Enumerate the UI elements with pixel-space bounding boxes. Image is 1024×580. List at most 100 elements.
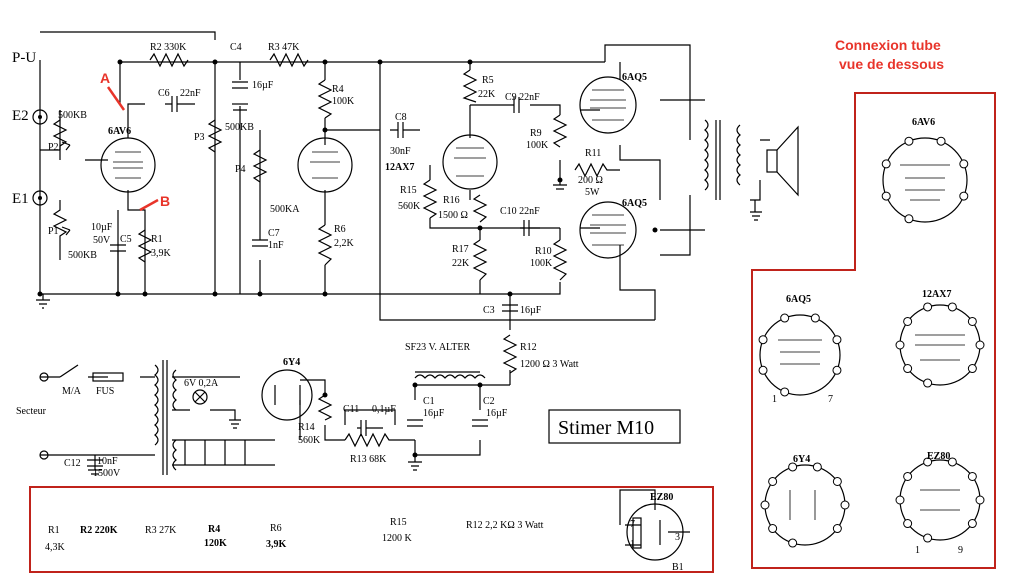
svg-text:50V: 50V bbox=[93, 235, 111, 246]
socket-pin bbox=[903, 316, 913, 326]
socket-6y4 bbox=[764, 464, 846, 546]
c3-capacitor bbox=[502, 304, 518, 312]
r5-resistor bbox=[462, 69, 478, 103]
svg-text:1nF: 1nF bbox=[268, 240, 284, 251]
e2-jack bbox=[32, 109, 48, 125]
svg-text:EZ80: EZ80 bbox=[650, 492, 673, 503]
svg-text:500KB: 500KB bbox=[58, 110, 87, 121]
v6-6y4-tube bbox=[261, 369, 313, 421]
svg-text:P3: P3 bbox=[194, 132, 205, 143]
v5-6aq5-tube bbox=[579, 201, 637, 259]
svg-text:120K: 120K bbox=[204, 538, 227, 549]
svg-text:16µF: 16µF bbox=[252, 80, 274, 91]
socket-pin bbox=[780, 313, 790, 323]
svg-text:R1: R1 bbox=[48, 525, 60, 536]
svg-text:R14: R14 bbox=[298, 422, 315, 433]
svg-text:500KB: 500KB bbox=[225, 122, 254, 133]
p3-pot bbox=[207, 119, 223, 153]
secteur-label: Secteur bbox=[16, 406, 47, 417]
svg-text:5W: 5W bbox=[585, 187, 600, 198]
svg-text:R17: R17 bbox=[452, 244, 469, 255]
c8-capacitor bbox=[390, 122, 420, 138]
r15-resistor bbox=[422, 179, 438, 219]
svg-text:500KB: 500KB bbox=[68, 250, 97, 261]
socket-pin bbox=[812, 462, 822, 472]
socket-6av6 bbox=[882, 137, 968, 223]
svg-text:P2: P2 bbox=[48, 142, 59, 153]
c5-capacitor bbox=[110, 244, 126, 294]
svg-text:C12: C12 bbox=[64, 458, 81, 469]
r12-resistor bbox=[502, 334, 518, 374]
mains-jack-bottom bbox=[39, 450, 49, 460]
socket-ez80 bbox=[899, 459, 981, 541]
socket-pin bbox=[832, 524, 842, 534]
r6-resistor bbox=[317, 224, 333, 266]
r11-resistor bbox=[574, 162, 620, 178]
socket-pin bbox=[923, 533, 933, 543]
svg-text:R16: R16 bbox=[443, 195, 460, 206]
svg-text:SF23 V. ALTER: SF23 V. ALTER bbox=[405, 342, 470, 353]
socket-pin bbox=[967, 471, 977, 481]
annotation-markers bbox=[106, 86, 159, 212]
c11-capacitor bbox=[357, 420, 383, 436]
svg-text:C1: C1 bbox=[423, 396, 435, 407]
socket-pin bbox=[903, 519, 913, 529]
svg-text:100K: 100K bbox=[526, 140, 549, 151]
svg-text:R5: R5 bbox=[482, 75, 494, 86]
socket-pin bbox=[923, 302, 933, 312]
svg-text:C7: C7 bbox=[268, 228, 280, 239]
fuse bbox=[92, 372, 124, 382]
svg-text:R12 2,2 KΩ 3 Watt: R12 2,2 KΩ 3 Watt bbox=[466, 520, 544, 531]
svg-text:R13 68K: R13 68K bbox=[350, 454, 387, 465]
p2-pot bbox=[52, 110, 68, 160]
svg-text:6AQ5: 6AQ5 bbox=[786, 294, 811, 305]
socket-pin bbox=[881, 191, 891, 201]
r2-resistor bbox=[149, 52, 189, 68]
vacuum-tubes bbox=[100, 76, 637, 421]
ma-label: M/A bbox=[62, 386, 82, 397]
v4-label: 6AQ5 bbox=[622, 198, 647, 209]
r17-resistor bbox=[472, 239, 488, 281]
connexion-title-1: Connexion tube bbox=[835, 37, 941, 53]
c9-capacitor bbox=[510, 97, 520, 113]
svg-text:3,9K: 3,9K bbox=[266, 539, 287, 550]
tube-sockets bbox=[759, 137, 981, 546]
socket-pin bbox=[840, 500, 850, 510]
mains-switch bbox=[59, 364, 79, 378]
svg-text:100K: 100K bbox=[332, 96, 355, 107]
socket-pin bbox=[947, 302, 957, 312]
svg-text:200 Ω: 200 Ω bbox=[578, 175, 603, 186]
v4-6aq5-tube bbox=[579, 76, 637, 134]
svg-text:10nF: 10nF bbox=[97, 456, 118, 467]
socket-pin bbox=[810, 313, 820, 323]
socket-pins bbox=[758, 136, 985, 548]
svg-text:22K: 22K bbox=[452, 258, 470, 269]
svg-text:4,3K: 4,3K bbox=[45, 542, 66, 553]
svg-text:1500V: 1500V bbox=[93, 468, 121, 479]
socket-pin bbox=[760, 500, 770, 510]
svg-text:C10 22nF: C10 22nF bbox=[500, 206, 540, 217]
r13-resistor bbox=[344, 432, 395, 448]
socket-pin bbox=[936, 136, 946, 146]
svg-text:16µF: 16µF bbox=[486, 408, 508, 419]
svg-text:3,9K: 3,9K bbox=[151, 248, 172, 259]
svg-text:R6: R6 bbox=[270, 523, 282, 534]
svg-text:R3 27K: R3 27K bbox=[145, 525, 177, 536]
marker-b-label: B bbox=[160, 193, 170, 209]
socket-pin bbox=[832, 365, 842, 375]
c4-capacitor bbox=[232, 81, 248, 89]
socket-pin bbox=[947, 457, 957, 467]
svg-text:R12: R12 bbox=[520, 342, 537, 353]
svg-text:R6: R6 bbox=[334, 224, 346, 235]
svg-text:P1: P1 bbox=[48, 226, 59, 237]
svg-text:3: 3 bbox=[675, 532, 680, 543]
r4-resistor bbox=[317, 79, 333, 119]
svg-text:30nF: 30nF bbox=[390, 146, 411, 157]
svg-text:C3: C3 bbox=[483, 305, 495, 316]
connexion-title-2: vue de dessous bbox=[839, 56, 944, 72]
socket-pin bbox=[967, 364, 977, 374]
resistors bbox=[52, 52, 620, 448]
svg-text:R4: R4 bbox=[208, 524, 220, 535]
labels: P-U E2 E1 Secteur M/A FUS A B 6AV6 12AX7… bbox=[12, 37, 963, 573]
